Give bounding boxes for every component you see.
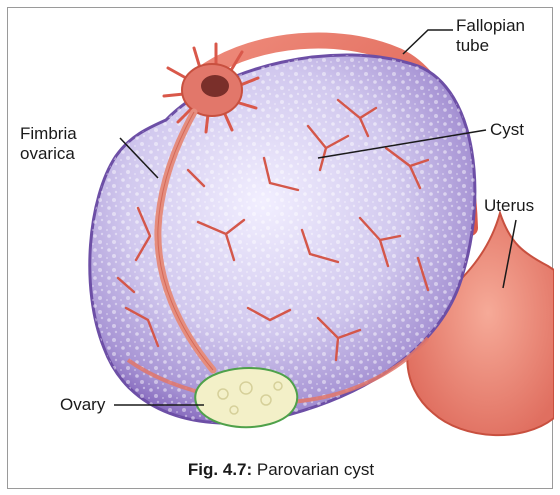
label-cyst: Cyst: [490, 120, 524, 140]
caption-figure-number: Fig. 4.7:: [188, 460, 252, 479]
figure-caption: Fig. 4.7: Parovarian cyst: [8, 460, 554, 480]
label-fallopian-tube: Fallopian tube: [456, 16, 525, 56]
label-uterus: Uterus: [484, 196, 534, 216]
ovary: [195, 368, 297, 427]
label-fimbria-ovarica: Fimbria ovarica: [20, 124, 77, 164]
label-fallopian-tube-line2: tube: [456, 36, 525, 56]
label-fimbria-line1: Fimbria: [20, 124, 77, 144]
parovarian-cyst-illustration: [8, 8, 554, 490]
tubal-ostium: [201, 75, 229, 97]
label-fallopian-tube-line1: Fallopian: [456, 16, 525, 36]
label-ovary: Ovary: [60, 395, 105, 415]
figure-frame: Fallopian tube Fimbria ovarica Cyst Uter…: [7, 7, 553, 489]
label-fimbria-line2: ovarica: [20, 144, 77, 164]
leader-fallopian-tube: [403, 30, 453, 54]
caption-title: Parovarian cyst: [257, 460, 374, 479]
